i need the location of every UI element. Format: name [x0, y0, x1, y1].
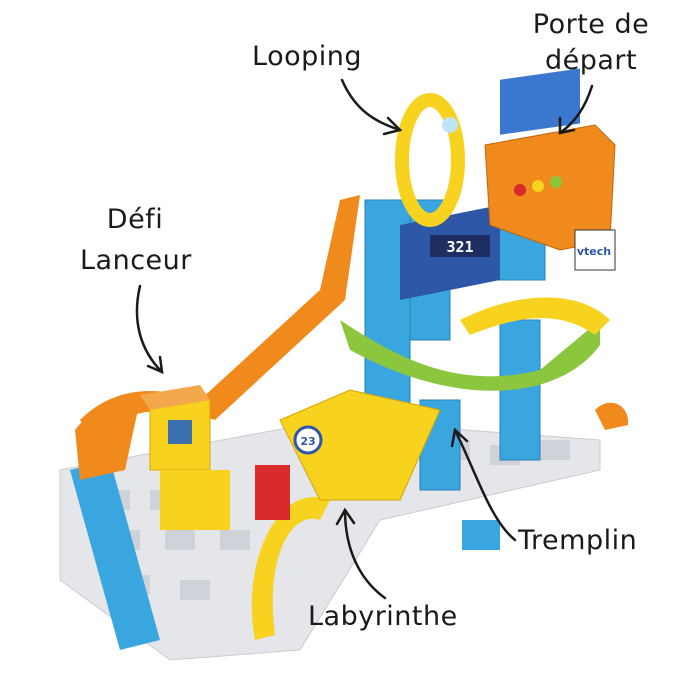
yellow-curve [251, 496, 330, 640]
label-defi-line2: Lanceur [80, 245, 192, 276]
label-porte-line2: départ [544, 45, 638, 76]
blue-rail [70, 460, 160, 650]
label-porte-line1: Porte de [532, 9, 650, 40]
spare-piece-orange [595, 402, 629, 430]
label-looping: Looping [252, 41, 362, 72]
maze: 23 [279, 389, 441, 501]
launcher [140, 385, 230, 530]
red-block [255, 465, 290, 520]
counter-display: 321 [446, 238, 473, 256]
counter-panel [430, 235, 490, 257]
ball-number: 23 [300, 435, 315, 448]
arrow-tremplin [453, 428, 517, 542]
brand-logo: vtech [577, 245, 611, 258]
green-track [340, 320, 600, 391]
arrow-defi [135, 284, 164, 374]
loop [395, 93, 465, 227]
annotation-arrows [135, 78, 594, 600]
arrow-looping [340, 78, 402, 132]
arrow-labyrinthe [343, 508, 387, 600]
arrow-porte [558, 84, 594, 135]
label-defi-line1: Défi [106, 204, 164, 235]
label-labyrinthe: Labyrinthe [308, 601, 458, 632]
label-tremplin: Tremplin [518, 525, 638, 556]
spare-piece-blue [462, 520, 500, 550]
